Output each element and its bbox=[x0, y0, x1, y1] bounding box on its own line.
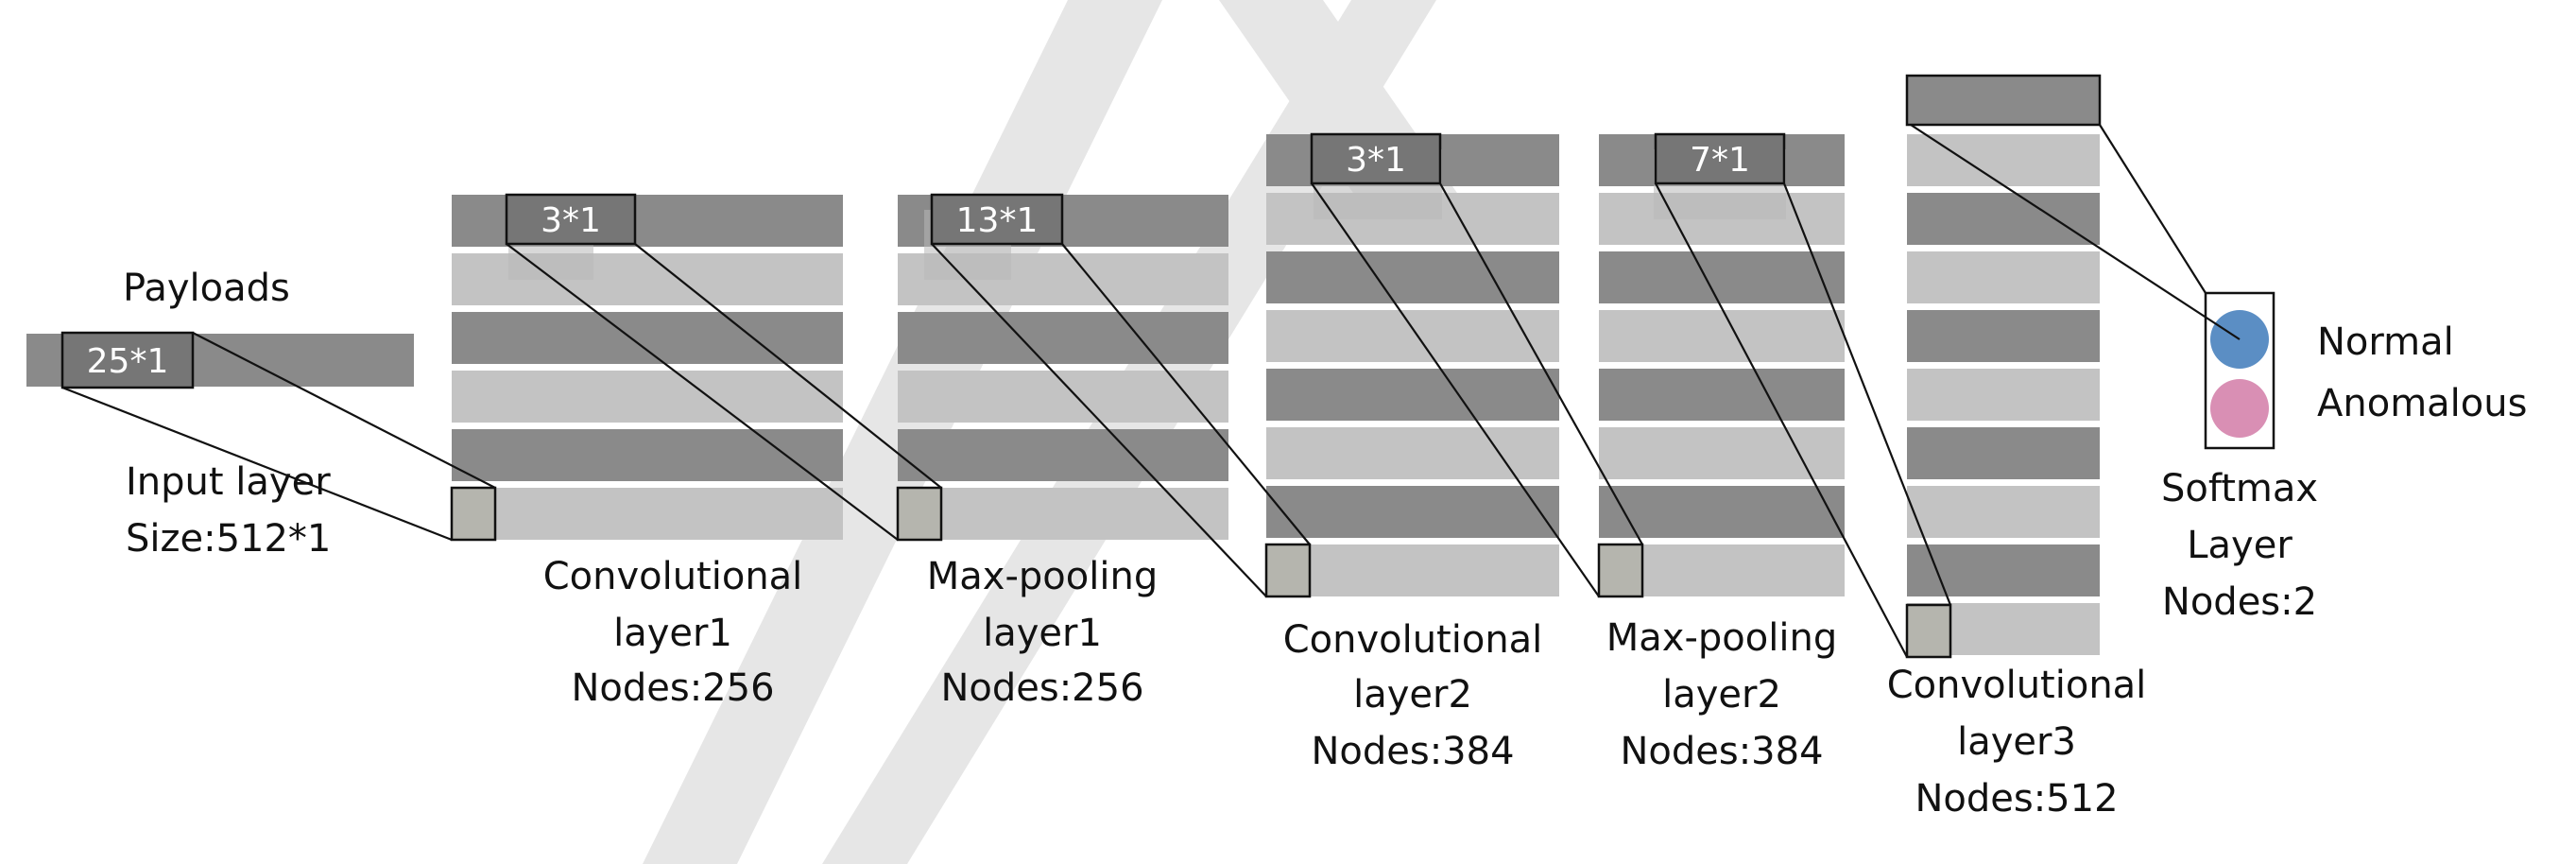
softmax-caption-line1: Softmax bbox=[2161, 467, 2318, 510]
maxpool-layer1-kernel-box bbox=[930, 193, 1064, 246]
input-caption-line1: Input layer bbox=[126, 460, 331, 504]
maxpool-layer1-caption-line2: layer1 bbox=[983, 612, 1102, 655]
connector-pool1-to-conv2-top bbox=[1061, 243, 1311, 545]
connector-pool2-to-conv3-bottom bbox=[1655, 182, 1908, 658]
connector-conv1-to-pool1-top bbox=[634, 243, 942, 489]
maxpool-layer2-caption-line3: Nodes:384 bbox=[1620, 730, 1823, 773]
connector-conv1-to-pool1-bottom bbox=[506, 243, 899, 541]
softmax-caption-line2: Layer bbox=[2187, 524, 2293, 567]
connector-conv2-to-pool2-bottom bbox=[1311, 182, 1600, 597]
softmax-caption-line3: Nodes:2 bbox=[2162, 580, 2317, 624]
conv-layer2-output-cell bbox=[1264, 543, 1312, 598]
conv-layer3-bands bbox=[1907, 134, 2100, 655]
maxpool-layer2: 7*1 Max-pooling layer2 Nodes:384 bbox=[1597, 132, 1845, 773]
neuron-anomalous bbox=[2210, 379, 2269, 438]
conv-layer3-caption-line1: Convolutional bbox=[1887, 664, 2147, 707]
conv-layer2-caption-line3: Nodes:384 bbox=[1311, 730, 1514, 773]
connector-conv3-to-softmax-bottom bbox=[1910, 124, 2241, 340]
maxpool-layer2-caption-line1: Max-pooling bbox=[1606, 616, 1837, 660]
conv-layer3-caption-line3: Nodes:512 bbox=[1915, 777, 2118, 821]
input-kernel-label: 25*1 bbox=[87, 342, 169, 381]
maxpool-layer2-kernel-label: 7*1 bbox=[1690, 141, 1750, 180]
conv-layer1-caption-line1: Convolutional bbox=[543, 555, 803, 598]
class-normal-label: Normal bbox=[2317, 320, 2454, 364]
maxpool-layer1-caption-line1: Max-pooling bbox=[927, 555, 1158, 598]
conv-layer2-bands bbox=[1266, 134, 1559, 596]
conv-layer2-kernel-label: 3*1 bbox=[1346, 141, 1406, 180]
conv-layer1-output-cell bbox=[450, 486, 497, 542]
connector-conv2-to-pool2-top bbox=[1439, 182, 1643, 545]
class-anomalous-label: Anomalous bbox=[2317, 382, 2527, 425]
softmax-layer: Normal Anomalous Softmax Layer Nodes:2 bbox=[2161, 291, 2527, 624]
input-title: Payloads bbox=[123, 267, 290, 310]
input-layer: Payloads 25*1 Input layer Size:512*1 bbox=[26, 267, 414, 561]
maxpool-layer1: 13*1 Max-pooling layer1 Nodes:256 bbox=[896, 193, 1228, 710]
maxpool-layer2-caption-line2: layer2 bbox=[1662, 673, 1781, 717]
connector-lines bbox=[61, 124, 2241, 658]
softmax-box bbox=[2204, 291, 2275, 450]
conv-layer3-kernel-box bbox=[1905, 74, 2102, 127]
maxpool-layer1-caption-line3: Nodes:256 bbox=[940, 666, 1143, 710]
conv-layer1-kernel-label: 3*1 bbox=[541, 201, 601, 240]
connector-pool1-to-conv2-bottom bbox=[931, 243, 1267, 597]
input-kernel-box bbox=[60, 331, 195, 389]
conv-layer2: 3*1 Convolutional layer2 Nodes:384 bbox=[1264, 132, 1559, 773]
conv-layer3-output-cell bbox=[1905, 603, 1952, 659]
maxpool-layer1-bands bbox=[898, 195, 1228, 540]
conv-layer2-kernel-box bbox=[1310, 132, 1442, 185]
maxpool-layer2-output-cell bbox=[1597, 543, 1644, 598]
conv-layer3: Convolutional layer3 Nodes:512 bbox=[1887, 74, 2147, 821]
maxpool-layer1-output-cell bbox=[896, 486, 943, 542]
conv-layer1: 3*1 Convolutional layer1 Nodes:256 bbox=[450, 193, 843, 710]
input-caption-line2: Size:512*1 bbox=[126, 517, 331, 561]
conv-layer2-caption-line1: Convolutional bbox=[1283, 618, 1543, 662]
connector-conv3-to-softmax-top bbox=[2099, 124, 2207, 294]
maxpool-layer2-kernel-box bbox=[1654, 132, 1786, 185]
connector-input-to-conv1-bottom bbox=[61, 386, 453, 542]
conv-layer1-caption-line2: layer1 bbox=[613, 612, 732, 655]
connector-pool2-to-conv3-top bbox=[1782, 182, 1952, 606]
conv-layer1-kernel-box bbox=[505, 193, 637, 246]
maxpool-layer1-kernel-label: 13*1 bbox=[956, 201, 1039, 240]
conv-layer3-caption-line2: layer3 bbox=[1957, 720, 2076, 764]
conv-layer2-caption-line2: layer2 bbox=[1353, 673, 1472, 717]
conv-layer1-caption-line3: Nodes:256 bbox=[571, 666, 774, 710]
maxpool-layer2-bands bbox=[1599, 134, 1845, 596]
connector-input-to-conv1-top bbox=[192, 332, 496, 489]
